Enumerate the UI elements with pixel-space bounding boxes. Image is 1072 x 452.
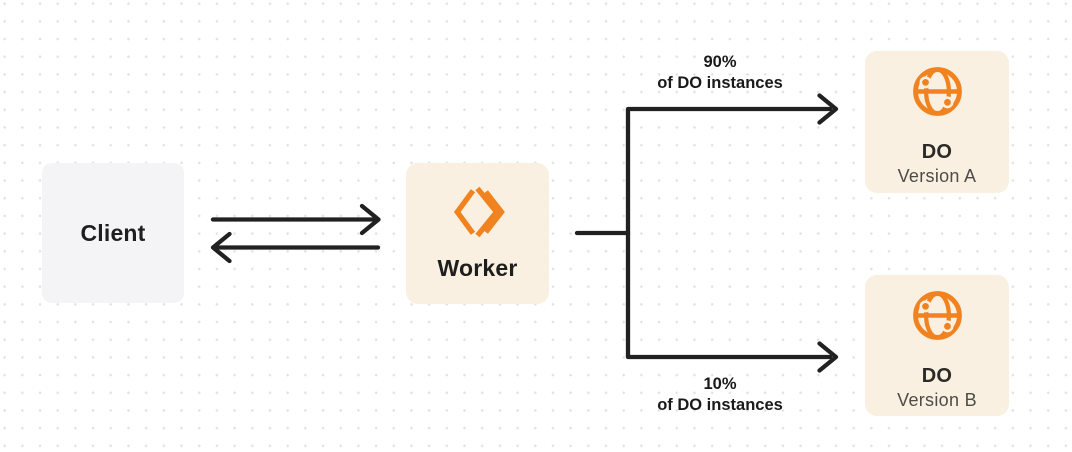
do-version-a-node: DO Version A [865,51,1009,193]
do-version-b-node: DO Version B [865,275,1009,416]
globe-icon [912,67,962,116]
arrow-branch-to-do-version-b [817,341,839,373]
do-version-a-subtitle: Version A [897,166,977,186]
arrow-branch-to-do-version-a [817,93,839,125]
arrow-client-to-worker [210,203,381,236]
globe-icon [912,291,962,340]
worker-node: Worker [406,163,549,304]
branch-top-label: 90% of DO instances [610,52,830,94]
client-node: Client [42,163,184,303]
arrow-worker-to-client [210,231,381,264]
worker-label: Worker [437,255,518,281]
branch-top-percent: 90% [703,53,737,71]
client-label: Client [80,219,146,246]
branch-bottom-caption: of DO instances [657,396,783,414]
branch-bottom-label: 10% of DO instances [610,374,830,416]
branch-bottom-percent: 10% [703,375,737,393]
do-version-b-subtitle: Version B [897,390,977,410]
do-version-a-title: DO [921,141,953,163]
branch-connector-line [574,106,833,360]
branch-top-caption: of DO instances [657,74,783,92]
cloudflare-workers-logo-icon [453,186,505,238]
do-version-b-title: DO [921,365,953,387]
